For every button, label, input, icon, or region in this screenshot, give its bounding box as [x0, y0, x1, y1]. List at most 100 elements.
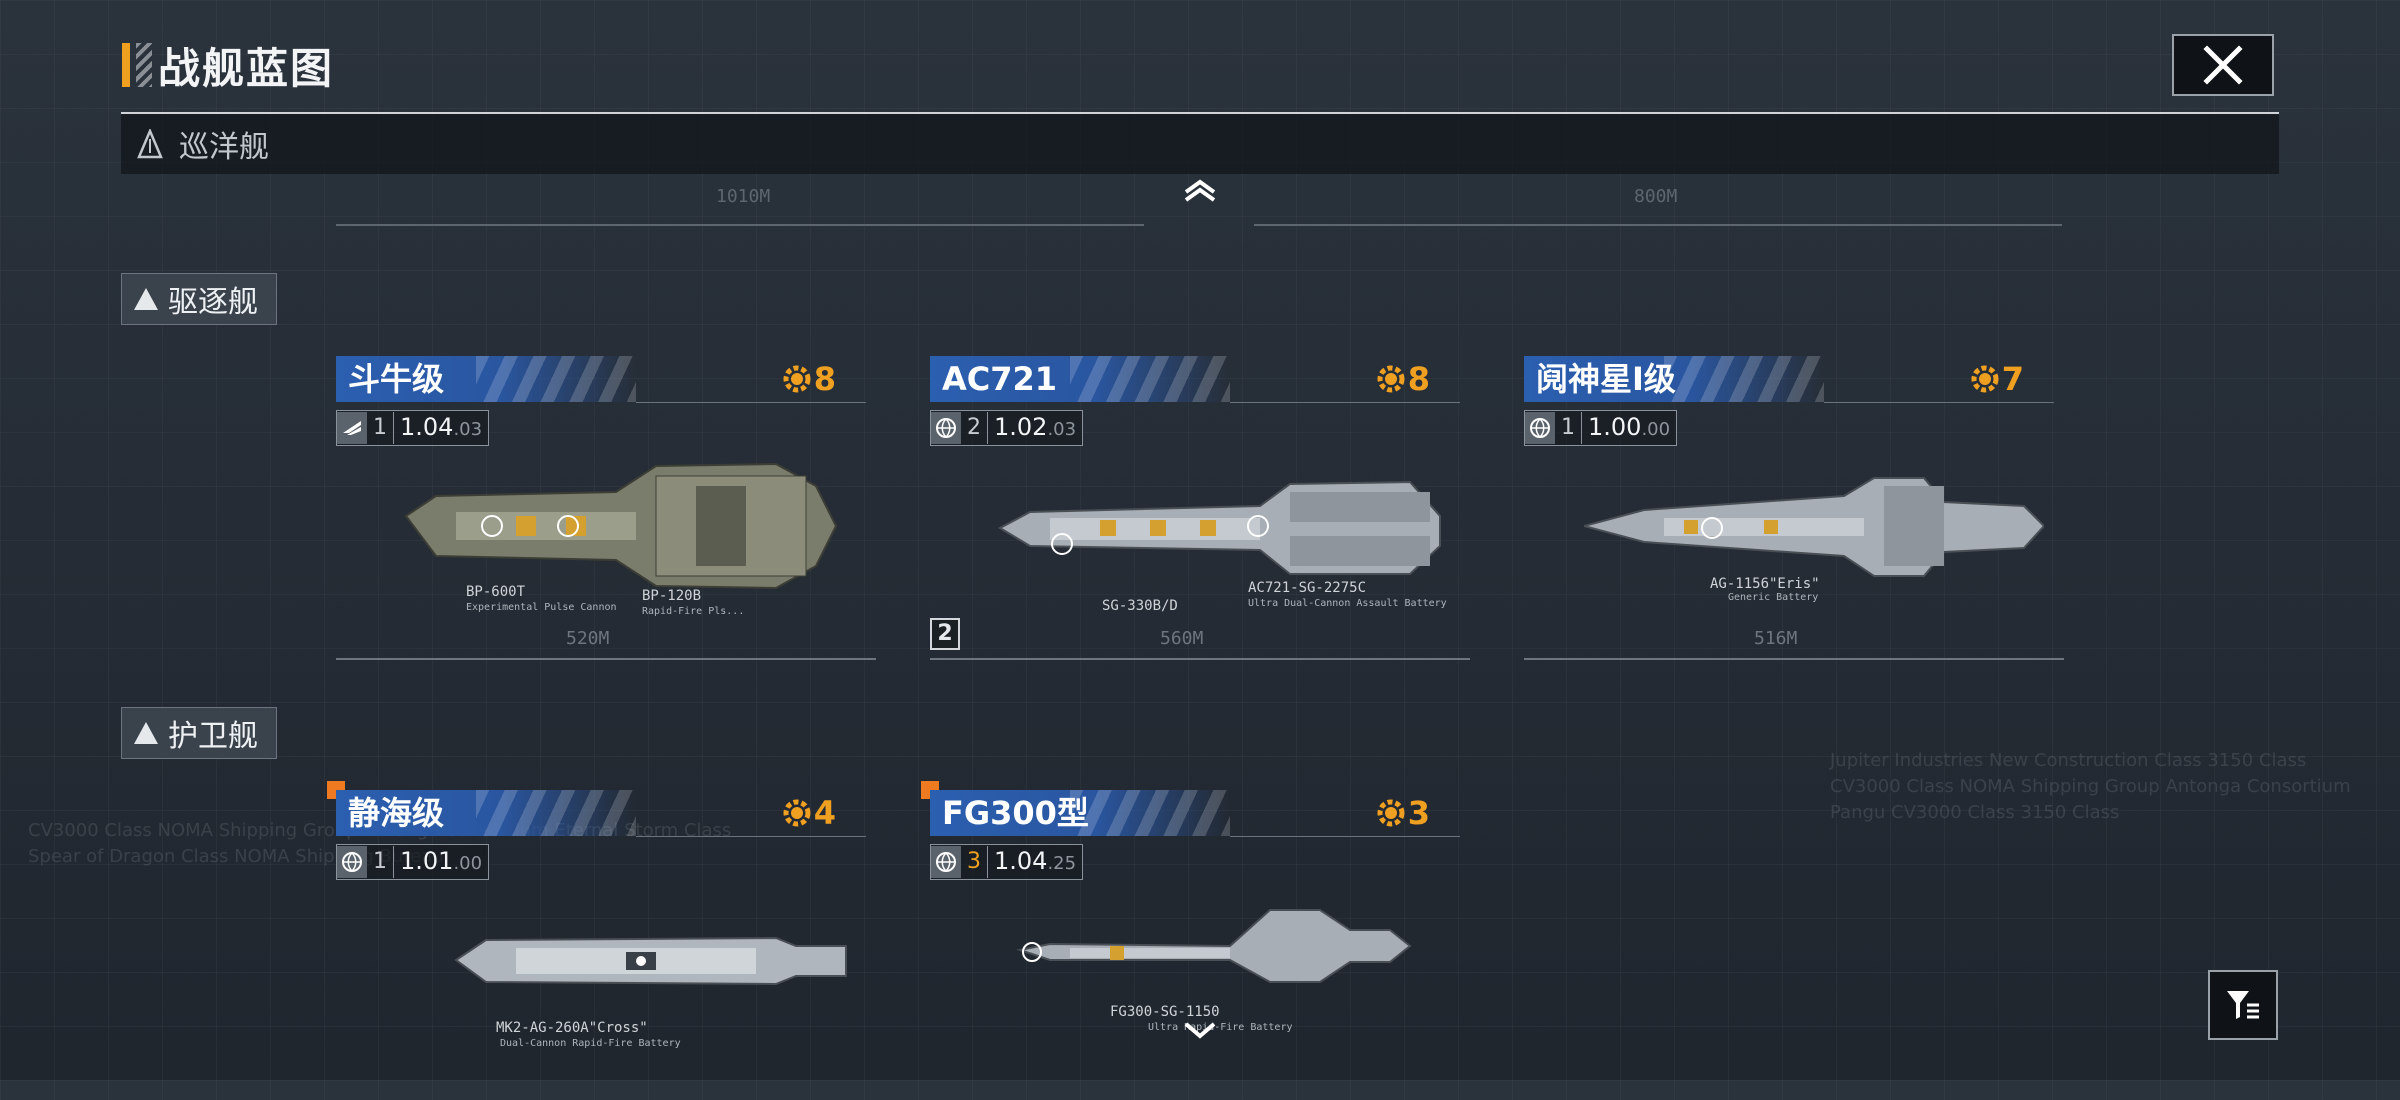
scale-ruler-left: 1010M — [336, 186, 1144, 226]
ship-stats: 2 1.02.03 — [930, 410, 1084, 446]
divider — [636, 402, 866, 403]
ship-blueprint-image — [997, 480, 1441, 575]
page-title-bar: 战舰蓝图 — [122, 40, 334, 93]
divider — [636, 836, 866, 837]
ship-card-ac721[interactable]: AC721 8 2 1.02.03 SG-330B/D AC721-SG-227… — [930, 356, 1470, 666]
ship-name: FG300型 — [942, 794, 1089, 832]
weapon-desc: Dual-Cannon Rapid-Fire Battery — [500, 1038, 681, 1049]
ship-tier: 1 — [367, 846, 394, 878]
filter-button[interactable] — [2208, 970, 2278, 1040]
ship-tier: 3 — [961, 846, 988, 878]
section-label-destroyer: 驱逐舰 — [168, 285, 258, 320]
scroll-up-button[interactable] — [1180, 176, 1220, 206]
weapon-label: AC721-SG-2275C — [1248, 580, 1367, 596]
globe-icon — [1525, 412, 1555, 444]
ship-name: 斗牛级 — [348, 360, 445, 398]
ship-namebar — [930, 790, 1230, 836]
ship-name: AC721 — [942, 360, 1058, 398]
ship-namebar — [336, 790, 636, 836]
weapon-desc: Ultra Rapid-Fire Battery — [1148, 1022, 1293, 1033]
weapon-label: MK2-AG-260A"Cross" — [496, 1020, 648, 1036]
ship-stats: 1 1.04.03 — [336, 410, 490, 446]
ship-tier: 1 — [367, 412, 394, 444]
scale-ruler-right: 800M — [1254, 186, 2062, 226]
ship-cost-value: 8 — [813, 360, 836, 398]
ship-tier: 1 — [1555, 412, 1582, 444]
close-button[interactable] — [2172, 34, 2274, 96]
gear-badge-icon — [1971, 365, 1999, 393]
background-text: Jupiter Industries New Construction Clas… — [1830, 750, 2351, 823]
scroll-down-button[interactable] — [1180, 1018, 1220, 1048]
length-ruler: 516M — [1524, 628, 2064, 660]
ship-cost-value: 3 — [1407, 794, 1430, 832]
weapon-desc: Rapid-Fire Pls... — [642, 606, 745, 617]
gear-badge-icon — [783, 365, 811, 393]
ship-blueprint-image — [1016, 909, 1412, 983]
divider — [1824, 402, 2054, 403]
divider — [1230, 836, 1460, 837]
cruiser-category-icon — [137, 129, 163, 159]
ship-stats: 1 1.01.00 — [336, 844, 490, 880]
globe-icon — [931, 846, 961, 878]
gear-badge-icon — [1377, 799, 1405, 827]
ship-blueprint-image — [404, 462, 838, 590]
ship-name: 静海级 — [348, 794, 445, 832]
chevron-down-icon — [1184, 1022, 1216, 1039]
ship-blueprint-image — [1584, 477, 2044, 577]
globe-icon — [337, 846, 367, 878]
ship-tier: 2 — [961, 412, 988, 444]
ship-length: 520M — [566, 628, 610, 649]
divider — [1230, 402, 1460, 403]
ship-cost: 8 — [782, 360, 836, 398]
ship-length: 560M — [1160, 628, 1204, 649]
section-header-destroyer[interactable]: 驱逐舰 — [121, 273, 277, 325]
page-title: 战舰蓝图 — [158, 43, 335, 93]
ship-namebar — [1524, 356, 1824, 402]
section-header-frigate[interactable]: 护卫舰 — [121, 707, 277, 759]
ship-cost: 4 — [782, 794, 836, 832]
weapon-desc: Ultra Dual-Cannon Assault Battery — [1248, 598, 1447, 609]
triangle-icon — [134, 288, 158, 310]
ship-cost: 3 — [1376, 794, 1430, 832]
ship-cost-value: 7 — [2001, 360, 2024, 398]
triangle-icon — [134, 722, 158, 744]
gear-badge-icon — [1377, 365, 1405, 393]
ship-blueprint-image — [454, 936, 847, 986]
ship-cost-value: 8 — [1407, 360, 1430, 398]
ship-version: 1.02.03 — [994, 412, 1077, 441]
ship-card-fg300[interactable]: FG300型 3 3 1.04.25 FG300-SG-1150 Ultra R… — [930, 790, 1470, 1100]
section-header-cruiser[interactable]: 巡洋舰 — [121, 112, 2279, 174]
filter-icon — [2227, 991, 2259, 1019]
weapon-label: AG-1156"Eris" — [1710, 576, 1820, 592]
weapon-label: BP-120B — [642, 588, 702, 604]
ship-card-bull[interactable]: 斗牛级 8 1 1.04.03 BP-600T Experimental Pul… — [336, 356, 876, 666]
chevron-up-icon — [1184, 179, 1216, 202]
ship-owned-count: 2 — [930, 618, 960, 650]
ship-card-jinghai[interactable]: 静海级 4 1 1.01.00 MK2-AG-260A"Cross" Dual-… — [336, 790, 876, 1100]
weapon-label: FG300-SG-1150 — [1110, 1004, 1220, 1020]
length-ruler: 560M — [930, 628, 1470, 660]
weapon-desc: Generic Battery — [1728, 592, 1819, 603]
weapon-label: SG-330B/D — [1102, 598, 1178, 614]
gear-badge-icon — [783, 799, 811, 827]
ship-name: 阋神星I级 — [1536, 360, 1676, 398]
title-stripe — [136, 43, 152, 87]
weapon-desc: Experimental Pulse Cannon — [466, 602, 617, 613]
ship-cost: 8 — [1376, 360, 1430, 398]
ship-length: 516M — [1754, 628, 1798, 649]
ship-version: 1.04.25 — [994, 846, 1077, 875]
ship-card-eris[interactable]: 阋神星I级 7 1 1.00.00 AG-1156"Eris" Generic … — [1524, 356, 2064, 666]
length-ruler: 520M — [336, 628, 876, 660]
ship-stats: 1 1.00.00 — [1524, 410, 1678, 446]
weapon-label: BP-600T — [466, 584, 526, 600]
scale-label-left: 1010M — [716, 186, 771, 207]
wing-icon — [337, 412, 367, 444]
ship-cost: 7 — [1970, 360, 2024, 398]
ship-namebar — [336, 356, 636, 402]
ship-version: 1.01.00 — [400, 846, 483, 875]
ship-version: 1.04.03 — [400, 412, 483, 441]
ship-cost-value: 4 — [813, 794, 836, 832]
ship-version: 1.00.00 — [1588, 412, 1671, 441]
ship-namebar — [930, 356, 1230, 402]
close-icon — [2203, 45, 2243, 85]
